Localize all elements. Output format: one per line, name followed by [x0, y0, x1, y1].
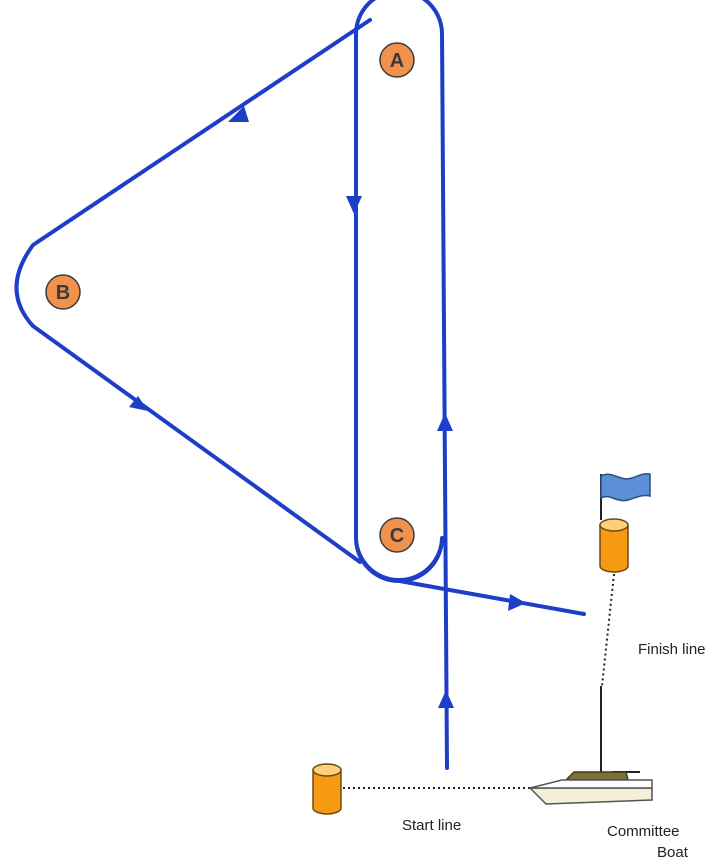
committee-boat-label-line1: Committee	[607, 823, 680, 840]
direction-arrow-a-to-b	[228, 106, 249, 122]
course-leg-a-to-b	[14, 18, 372, 564]
direction-arrow-b-to-c	[129, 396, 148, 411]
start-line-label: Start line	[402, 817, 461, 834]
finish-line-dotted	[601, 573, 615, 687]
pin-buoy-icon	[312, 763, 342, 815]
mark-c-label: C	[390, 525, 404, 547]
mark-b: B	[45, 274, 81, 310]
direction-arrow-upwind-1	[438, 690, 454, 708]
mark-c: C	[379, 517, 415, 553]
mark-a-label: A	[390, 50, 404, 72]
mark-a: A	[379, 42, 415, 78]
course-route-line	[354, 0, 449, 770]
finish-line-label: Finish line	[638, 641, 706, 658]
blue-flag-icon	[600, 473, 651, 520]
course-leg-to-finish	[392, 578, 586, 616]
finish-buoy-icon	[599, 518, 629, 573]
direction-arrow-down-a	[346, 196, 362, 214]
committee-boat-label-line2: Boat	[657, 844, 689, 861]
mark-b-label: B	[56, 282, 70, 304]
committee-boat-icon	[528, 686, 653, 805]
direction-arrow-to-finish	[508, 594, 526, 611]
direction-arrow-upwind-2	[437, 413, 453, 431]
